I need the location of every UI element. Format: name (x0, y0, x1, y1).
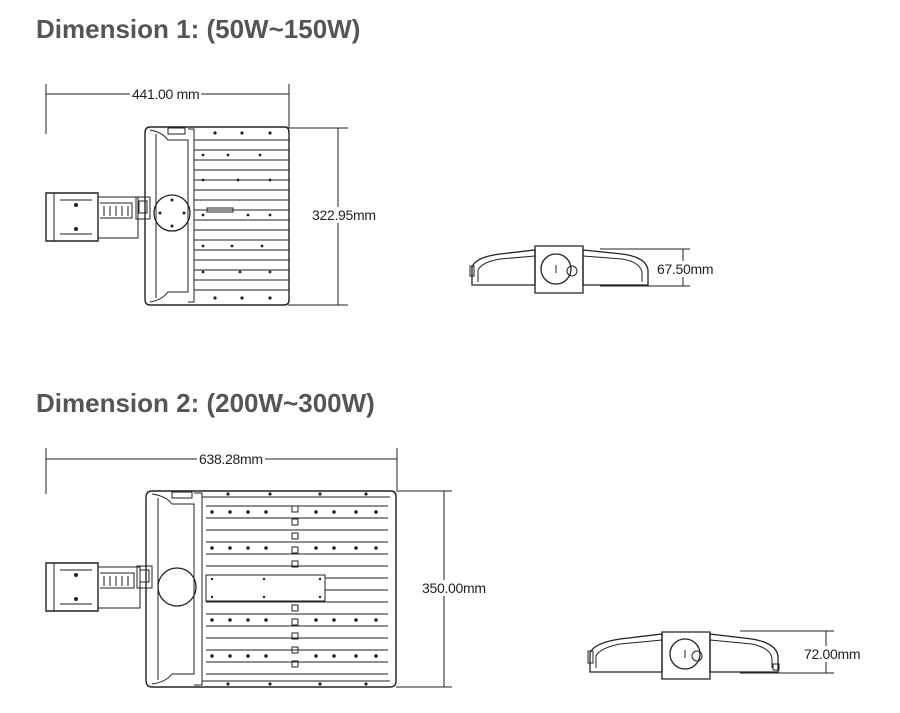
dim-2-height-label: 72.00mm (802, 646, 863, 662)
section-2-title: Dimension 2: (200W~300W) (36, 388, 375, 418)
section-1-title: Dimension 1: (50W~150W) (36, 14, 361, 44)
dim-2-width-label: 638.28mm (197, 451, 265, 467)
fixture-1-top-view (46, 84, 348, 305)
dim-1-depth-label: 322.95mm (310, 207, 378, 223)
dim-2-depth-label: 350.00mm (420, 580, 488, 596)
dim-1-height-label: 67.50mm (655, 261, 716, 277)
fixture-2-side-view (588, 631, 834, 679)
fixture-2-top-view (46, 448, 452, 687)
fixture-1-side-view (470, 246, 690, 293)
dim-1-width-label: 441.00 mm (130, 86, 202, 102)
